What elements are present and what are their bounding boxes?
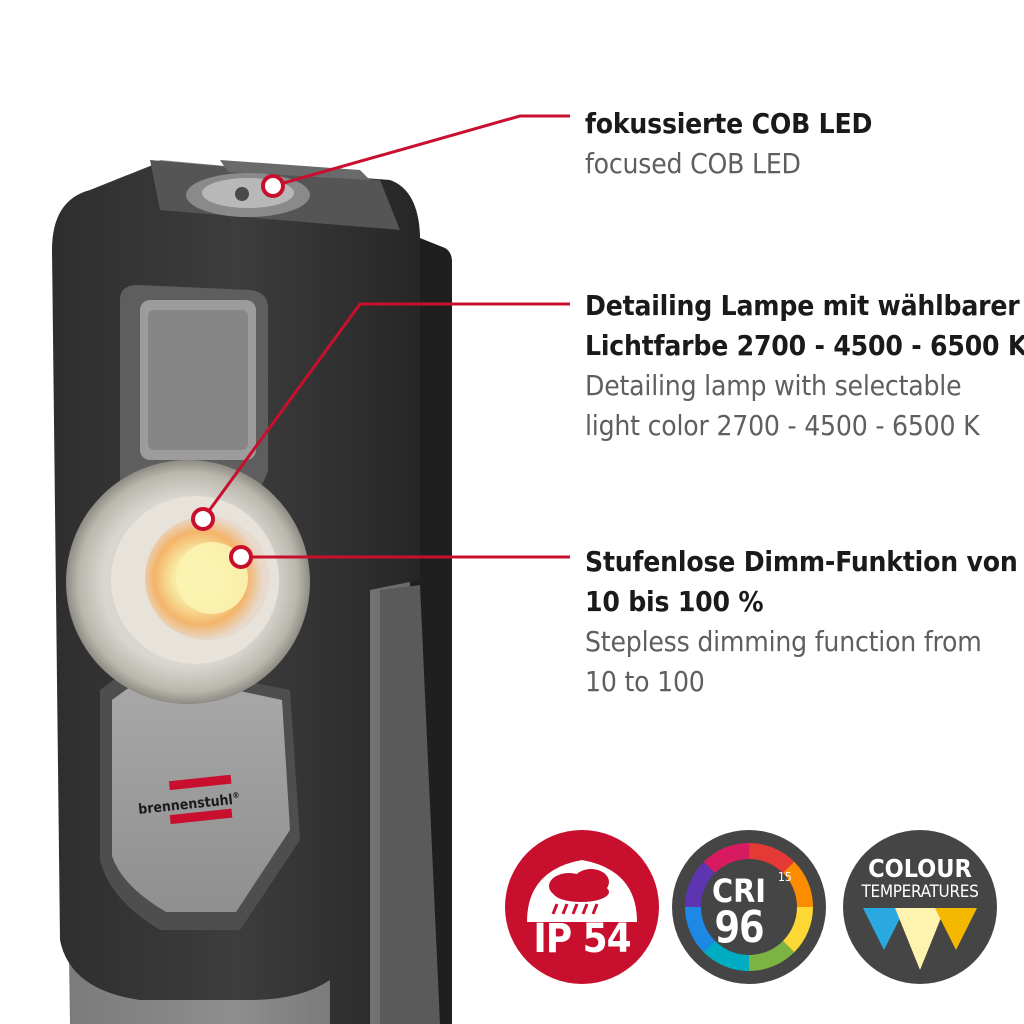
callout-detailing-lamp: Detailing Lampe mit wählbarer Lichtfarbe… [585, 286, 1024, 446]
ip54-badge: IP 54 [505, 830, 659, 984]
temperatures-label: TEMPERATURES [861, 882, 979, 902]
cri-value: 96 [714, 902, 765, 953]
callout-text-de: Detailing Lampe mit wählbarer [585, 289, 1020, 322]
callout-text-de: Stufenlose Dimm-Funktion von [585, 545, 1018, 578]
lamp-housing [52, 160, 452, 1024]
callout-text-en: focused COB LED [585, 147, 801, 180]
callout-dimming: Stufenlose Dimm-Funktion von 10 bis 100 … [585, 542, 1018, 702]
colour-label: COLOUR [868, 854, 972, 883]
callout-text-en: Stepless dimming function from [585, 625, 982, 658]
cri-badge: CRI 15 96 [672, 830, 826, 984]
callout-text-en: Detailing lamp with selectable [585, 369, 962, 402]
cri-label: CRI [712, 872, 766, 910]
callout-line-2 [191, 302, 570, 531]
callout-text-de: 10 bis 100 % [585, 585, 764, 618]
colour-temperatures-badge: COLOUR TEMPERATURES [843, 830, 997, 984]
cri-color-wheel-icon [685, 843, 813, 971]
callout-text-en: light color 2700 - 4500 - 6500 K [585, 409, 980, 442]
callout-text-de: fokussierte COB LED [585, 107, 873, 140]
callout-text-de: Lichtfarbe 2700 - 4500 - 6500 K [585, 329, 1024, 362]
ip-rating-label: IP 54 [533, 916, 631, 962]
callout-line-1 [261, 114, 570, 198]
callout-line-3 [229, 545, 570, 569]
rain-cloud-icon [527, 860, 637, 922]
callout-text-en: 10 to 100 [585, 665, 705, 698]
colour-temperature-triangles-icon [863, 908, 977, 970]
callout-cob-led: fokussierte COB LED focused COB LED [585, 104, 872, 184]
cri-superscript: 15 [778, 870, 792, 884]
